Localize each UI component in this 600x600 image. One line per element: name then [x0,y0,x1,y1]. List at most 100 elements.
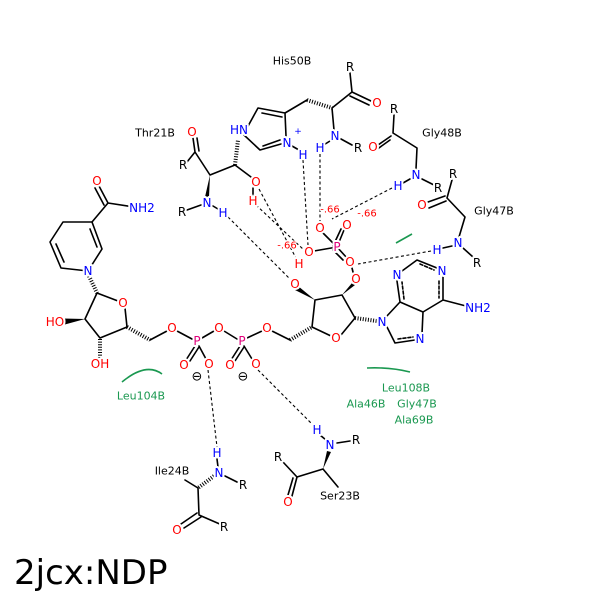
residue-bonds [180,72,474,529]
ser23-carbonyl-oxygen: O [283,495,292,509]
ribose-hydroxyl-3: OH [91,357,109,371]
p2-oxygen-a: O [225,358,234,372]
pyrophosphate-o5: O [167,321,176,335]
nicotinamide-nitrogen: N [84,264,93,278]
ser23-hydrogen: H [312,423,321,437]
ligand-bonds [49,185,467,362]
residue-label-thr21: Thr21B [134,127,175,140]
p1-oxygen-a: O [179,358,188,372]
residue-label-gly47: Gly47B [474,205,514,218]
adenosine-o3-hydrogen: H [294,257,303,271]
hydrophobic-arc-adenine [366,367,411,373]
phosphorus-2: P [238,334,245,348]
his50-r-group: R [354,141,362,155]
diagram-title: 2jcx:NDP [14,553,167,593]
bridging-oxygen: O [214,321,223,335]
residue-atoms: O R N R H O H HN N + H N H R O R O R N H… [170,58,483,539]
gly47-nitrogen: N [454,236,463,250]
hbond-thr21-nh-o3 [227,216,291,280]
phosphate-oxygen-3: O [304,245,313,259]
ile24-hydrogen: H [212,446,221,460]
thr21-carbonyl-oxygen: O [187,125,196,139]
partial-charge-label: -.66 [357,209,377,220]
ser23-r-group: R [352,433,360,447]
gly48-hydrogen: H [393,179,402,193]
adenine-n3: N [393,268,402,282]
gly48-nitrogen: N [412,168,421,182]
p2-oxygen-b: O [251,357,260,371]
phosphate-oxygen-2: O [342,218,351,232]
thr21-nitrogen: N [203,196,212,210]
partial-charge-label: -.66 [277,241,297,252]
hbond-thr21-og-h [258,188,297,259]
residue-label-ile24: Ile24B [155,465,190,478]
ser23-r-group: R [274,450,282,464]
adenine-n7: N [416,332,425,346]
gly47-r-group: R [449,167,457,181]
hydrophobic-label-ala69: Ala69B [395,414,434,427]
hydrophobic-labels: Leu104B Leu108B Ala46B Gly47B Ala69B [117,382,437,427]
his50-backbone-hydrogen: H [315,141,324,155]
hbond-ile24-pyrophosphate [207,369,218,448]
negative-charge-icon: ⊖ [238,370,249,385]
ribose-hydroxyl-2: HO [46,315,64,329]
hbond-gly48-phosphate [331,187,393,220]
gly47-hydrogen: H [432,243,441,257]
gly48-r-group: R [390,102,398,116]
adenine-n9: N [378,315,387,329]
ile24-r-group: R [220,520,228,534]
ile24-r-group: R [239,478,247,492]
thr21-r-group: R [179,158,187,172]
hydrophobic-label-leu108: Leu108B [382,382,430,395]
his50-ring-n-plus: N [283,136,292,150]
hydrophobic-contacts [121,233,413,383]
thr21-hydroxyl-oxygen: O [251,175,260,189]
his50-ring-hydrogen: H [298,148,307,162]
ribose-ring-oxygen: O [118,296,127,310]
pyrophosphate-o5b: O [262,321,271,335]
partial-charge-label: -.66 [320,205,340,216]
gly48-r-group: R [434,181,442,195]
hbond-his50-ring-phosphate [302,159,309,246]
adenine-nh2: NH2 [465,301,491,315]
residue-label-ser23: Ser23B [320,490,360,503]
phosphate-phosphorus: P [333,240,340,254]
residue-label-gly48: Gly48B [422,127,462,140]
his50-carbonyl-oxygen: O [372,96,381,110]
thr21-hydroxyl-hydrogen: H [248,194,257,208]
phosphate-oxygen-4: O [345,255,354,269]
residue-label-his50: His50B [273,55,312,68]
his50-backbone-nitrogen: N [331,129,340,143]
adenine-n1: N [438,264,447,278]
gly47-r-group: R [473,256,481,270]
positive-charge-icon: + [294,127,302,137]
ligand-atoms: O NH2 N O HO OH O P O P O O O O O ⊖ ⊖ O … [44,172,493,387]
p1-oxygen-b: O [204,357,213,371]
hbond-gly47-o2 [357,250,432,265]
residue-labels: His50B Thr21B Gly48B Gly47B Ile24B Ser23… [132,53,516,505]
phosphate-oxygen-1: O [315,221,324,235]
ile24-nitrogen: N [215,466,224,480]
his50-r-group: R [346,60,354,74]
gly47-carbonyl-oxygen: O [417,198,426,212]
hydrophobic-label-gly47: Gly47B [397,398,437,411]
gly48-carbonyl-oxygen: O [368,140,377,154]
negative-charge-icon: ⊖ [192,370,203,385]
thr21-hydrogen: H [218,206,227,220]
carboxamide-nh2: NH2 [129,201,155,215]
ser23-nitrogen: N [326,438,335,452]
hbond-ser23-pyrophosphate [257,369,315,427]
hydrophobic-arc-phosphate [395,233,413,244]
his50-ring-nh: HN [230,123,248,137]
adenosine-ring-oxygen: O [331,331,340,345]
hydrophobic-arc-leu104 [121,368,163,383]
phosphorus-1: P [193,334,200,348]
thr21-r-group: R [178,205,186,219]
adenosine-o3: O [290,277,299,291]
adenosine-o2: O [351,272,360,286]
hydrophobic-label-ala46: Ala46B [347,398,386,411]
ile24-carbonyl-oxygen: O [172,523,181,537]
hydrogen-bonds [207,154,432,448]
